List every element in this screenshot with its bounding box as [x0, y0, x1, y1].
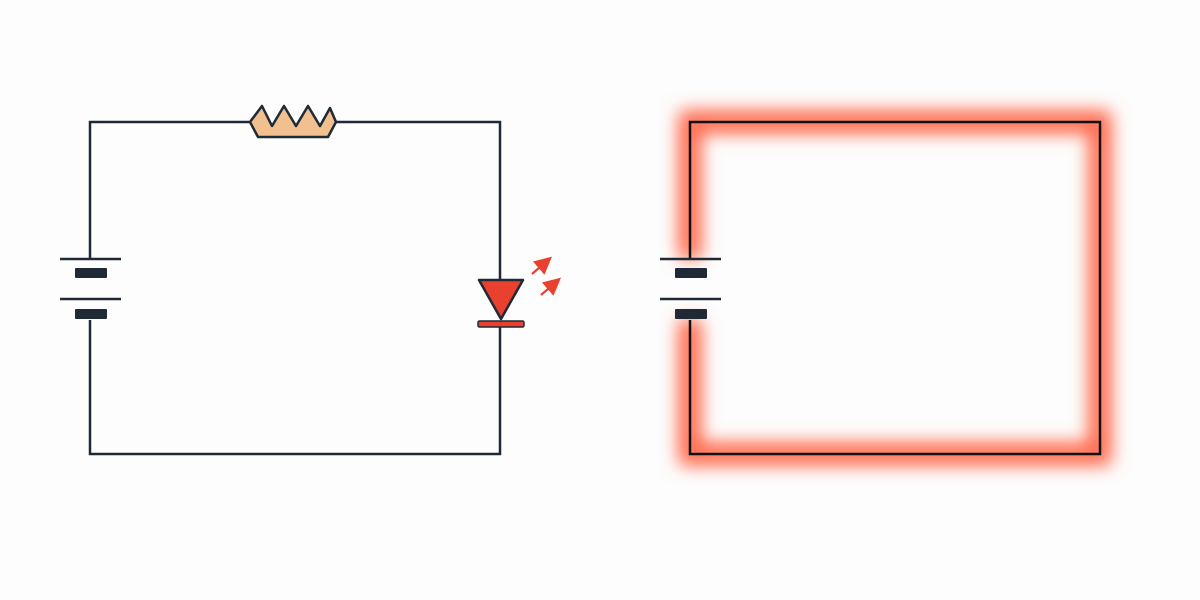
battery-icon [60, 257, 121, 319]
circuit-left [60, 104, 561, 456]
light-rays-icon [531, 256, 561, 296]
circuit-right [660, 111, 1111, 465]
resistor-icon [248, 104, 338, 139]
wire-glow [679, 111, 1111, 465]
wire-left [88, 120, 502, 456]
led-icon [477, 278, 525, 328]
wire-right [688, 120, 1102, 456]
battery-icon [660, 257, 721, 319]
